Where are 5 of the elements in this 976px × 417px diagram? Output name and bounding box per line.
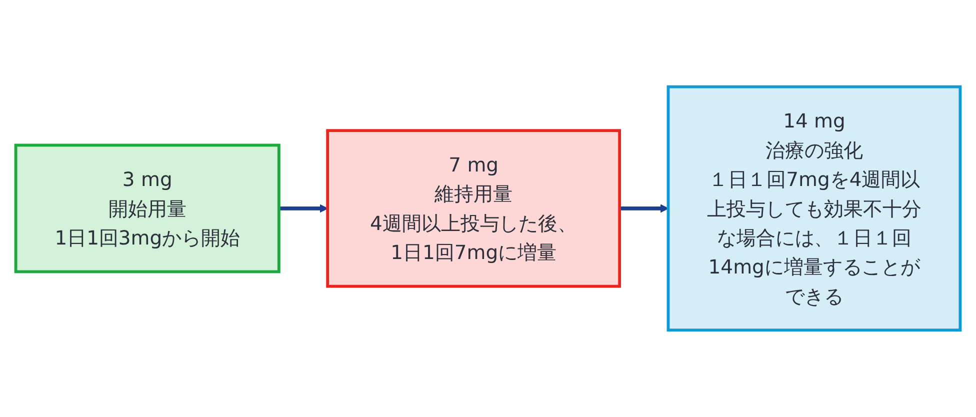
node-box: 14 mg 治療の強化 １日１回7mgを4週間以上投与しても効果不十分な場合には、１日１回14mgに増量することができる bbox=[666, 85, 962, 332]
arrow bbox=[278, 204, 328, 213]
node-box: 3 mg 開始用量 1日1回3mgから開始 bbox=[14, 144, 280, 274]
arrow bbox=[620, 204, 669, 213]
node-box: 7 mg 維持用量 4週間以上投与した後、1日1回7mgに増量 bbox=[326, 129, 622, 288]
